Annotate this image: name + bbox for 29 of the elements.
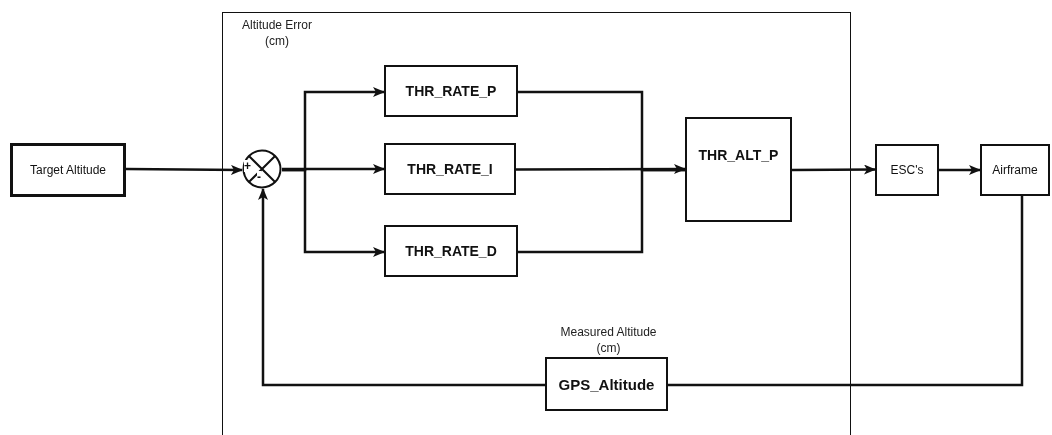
block-box: [384, 225, 518, 277]
block-label: GPS_Altitude: [558, 375, 655, 393]
arrow: [282, 168, 385, 257]
block-box: [875, 144, 939, 196]
connector-line: [668, 196, 1024, 387]
arrow: [939, 165, 981, 175]
block-box: [384, 65, 518, 117]
block-label: ESC's: [890, 163, 924, 177]
boundary-frame: [222, 12, 851, 435]
sign-symbol: +: [244, 160, 251, 172]
arrow: [258, 188, 545, 387]
arrow: [282, 164, 385, 174]
arrow: [516, 164, 686, 175]
block-box: [10, 143, 126, 197]
block-label: Target Altitude: [29, 163, 107, 177]
signal-label: Altitude Error (cm): [241, 18, 313, 50]
block-label: THR_ALT_P: [698, 147, 779, 163]
block-label: THR_RATE_D: [405, 243, 497, 259]
block-label: THR_RATE_I: [407, 161, 493, 177]
connector-line: [518, 168, 685, 254]
block-label: Airframe: [992, 163, 1038, 177]
block-box: [384, 143, 516, 195]
summing-junction: [242, 149, 282, 189]
signal-label: Measured Altitude (cm): [559, 325, 658, 357]
arrow: [126, 164, 243, 175]
block-box: [980, 144, 1050, 196]
block-label: THR_RATE_P: [405, 83, 497, 99]
arrow: [792, 164, 876, 175]
block-box: [685, 117, 792, 222]
